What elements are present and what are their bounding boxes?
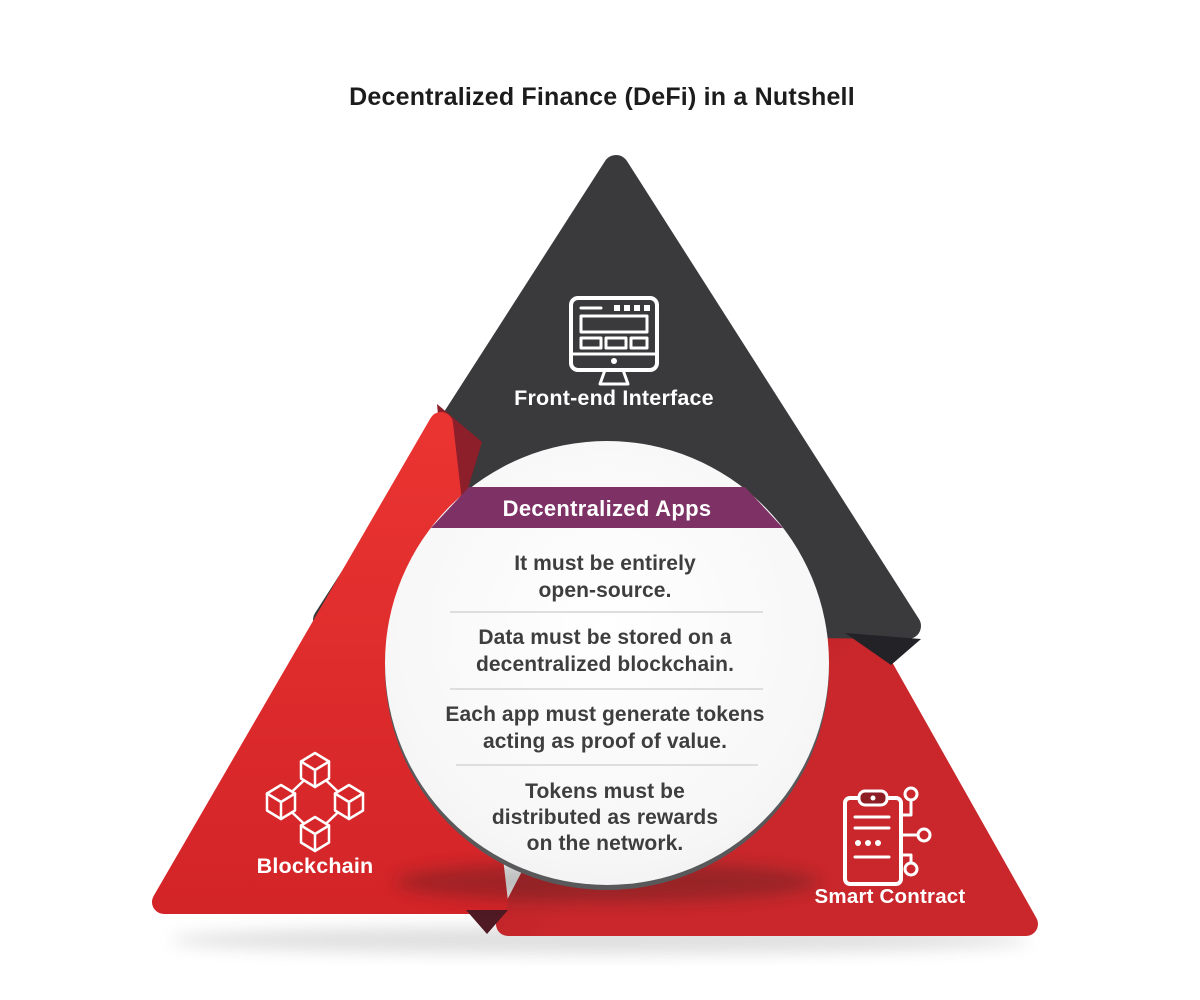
rule-4-line-3: on the network.	[527, 832, 684, 855]
rule-item-4: Tokens must be distributed as rewards on…	[492, 780, 718, 855]
rule-item-1: It must be entirely open-source.	[514, 552, 696, 602]
blockchain-label: Blockchain	[257, 854, 374, 878]
rule-item-3: Each app must generate tokens acting as …	[445, 703, 764, 753]
rule-2-line-1: Data must be stored on a	[478, 626, 732, 649]
dapps-circle: Decentralized Apps It must be entirely o…	[385, 441, 829, 902]
rule-3-line-1: Each app must generate tokens	[445, 703, 764, 726]
rule-1-line-1: It must be entirely	[514, 552, 696, 575]
rule-4-line-2: distributed as rewards	[492, 806, 718, 829]
smart-contract-label: Smart Contract	[815, 885, 966, 908]
circle-face	[385, 441, 829, 885]
rule-item-2: Data must be stored on a decentralized b…	[476, 626, 734, 676]
dapps-banner-label: Decentralized Apps	[503, 496, 712, 521]
dapps-banner	[431, 487, 783, 528]
blockchain-cubes-icon	[265, 751, 365, 853]
rule-1-line-2: open-source.	[538, 579, 671, 602]
dark-corner-fold	[845, 633, 921, 665]
rule-2-line-2: decentralized blockchain.	[476, 653, 734, 676]
rule-4-line-1: Tokens must be	[525, 780, 685, 803]
smart-contract-icon	[843, 786, 932, 886]
page-title: Decentralized Finance (DeFi) in a Nutshe…	[349, 83, 855, 111]
rule-3-line-2: acting as proof of value.	[483, 730, 727, 753]
front-end-label: Front-end Interface	[514, 386, 714, 410]
monitor-icon	[569, 296, 659, 386]
maroon-corner-fold	[466, 910, 508, 934]
